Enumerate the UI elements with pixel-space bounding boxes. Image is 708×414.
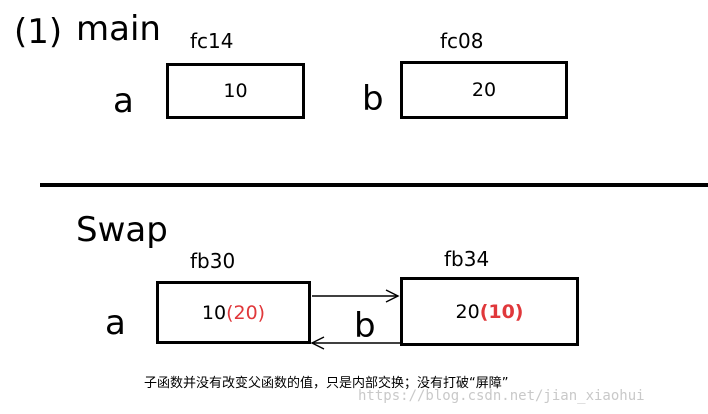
main-a-value: 10 bbox=[223, 80, 248, 102]
arrow-b-to-a-head bbox=[310, 336, 325, 350]
swap-b-address: fb34 bbox=[444, 247, 490, 271]
swap-b-values: 20(10) bbox=[403, 301, 576, 323]
swap-a-new-value: (20) bbox=[226, 301, 266, 324]
main-a-box: 10 bbox=[166, 63, 305, 119]
main-b-box: 20 bbox=[400, 61, 568, 119]
swap-a-box: 10(20) bbox=[156, 281, 311, 344]
swap-a-values: 10(20) bbox=[159, 302, 308, 324]
main-b-value: 20 bbox=[471, 79, 497, 101]
caption: 子函数并没有改变父函数的值，只是内部交换；没有打破“屏障” bbox=[144, 376, 509, 391]
swap-b-new-value: (10) bbox=[479, 300, 524, 323]
swap-b-box: 20(10) bbox=[400, 277, 579, 346]
step-number: (1) bbox=[14, 12, 63, 52]
main-a-address: fc14 bbox=[190, 29, 234, 53]
watermark: https://blog.csdn.net/jian_xiaohui bbox=[358, 388, 645, 404]
main-title: main bbox=[76, 9, 161, 49]
main-a-label: a bbox=[113, 81, 134, 121]
swap-a-label: a bbox=[105, 303, 126, 343]
main-b-address: fc08 bbox=[440, 29, 484, 53]
swap-title: Swap bbox=[76, 210, 168, 250]
swap-b-value: 20 bbox=[455, 300, 480, 323]
swap-b-label: b bbox=[354, 306, 376, 346]
swap-a-value: 10 bbox=[201, 301, 227, 324]
swap-a-address: fb30 bbox=[190, 249, 236, 273]
section-divider bbox=[40, 183, 708, 187]
arrow-a-to-b-head bbox=[385, 289, 400, 303]
main-b-label: b bbox=[362, 79, 384, 119]
